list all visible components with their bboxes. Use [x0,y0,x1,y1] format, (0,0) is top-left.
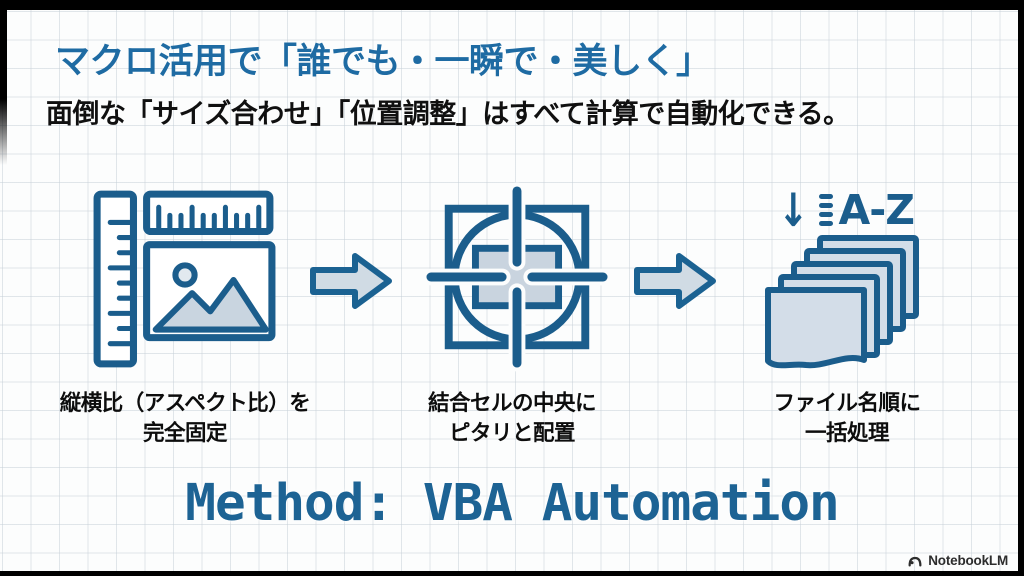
a-to-z-text: A-Z [838,185,915,234]
method-label: Method: VBA Automation [185,474,840,533]
notebooklm-watermark: NotebookLM [907,553,1008,568]
slide-title: マクロ活用で「誰でも・一瞬で・美しく」 [55,42,711,81]
step-caption: 結合セルの中央に ピタリと配置 [384,388,640,448]
caption-line: ピタリと配置 [448,421,576,446]
brand-text: NotebookLM [928,553,1008,568]
caption-line: 縦横比（アスペクト比）を [59,391,311,415]
sort-files-icon [758,232,948,382]
aspect-ratio-ruler-image-icon [88,182,280,379]
caption-line: ファイル名順に [773,391,921,415]
flow-arrow-icon [632,250,718,317]
sort-a-to-z-label: ↓ A-Z [774,183,915,237]
letterbox-left [0,0,7,165]
caption-line: 結合セルの中央に [427,391,597,415]
notebooklm-logo-icon [908,556,922,566]
step-caption: 縦横比（アスペクト比）を 完全固定 [28,388,342,448]
caption-line: 完全固定 [142,421,228,446]
step-caption: ファイル名順に 一括処理 [714,388,980,448]
sort-lines-icon [818,194,833,226]
sort-down-arrow-icon: ↓ [777,183,809,237]
slide-subtitle: 面倒な「サイズ合わせ」「位置調整」はすべて計算で自動化できる。 [46,99,850,129]
letterbox-right [1018,0,1024,576]
caption-line: 一括処理 [804,421,890,446]
letterbox-bottom [0,571,1024,576]
letterbox-top [0,0,1024,10]
center-crosshair-icon [422,182,612,377]
flow-arrow-icon [308,250,394,317]
